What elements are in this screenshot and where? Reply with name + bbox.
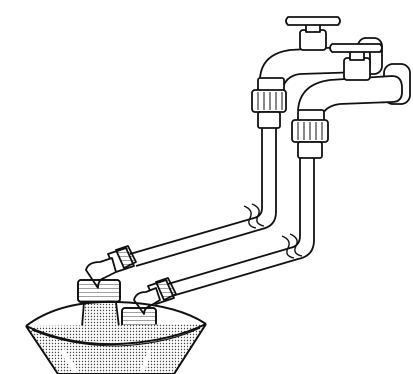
faucet-lower — [291, 43, 411, 159]
hose-lower — [147, 158, 315, 305]
hose-upper — [107, 128, 277, 273]
bucket — [25, 300, 207, 374]
faucet-upper — [251, 16, 383, 129]
